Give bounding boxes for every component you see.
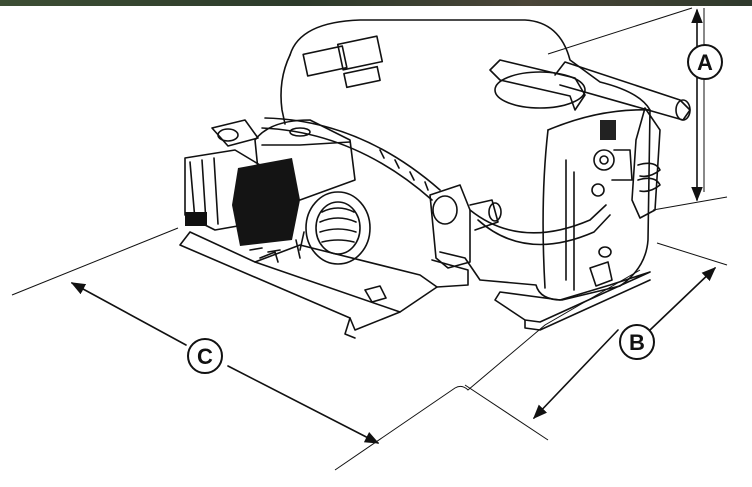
tank-left-edge (280, 54, 291, 125)
dimension-label-b: B (619, 324, 655, 360)
tank-data-plate (600, 120, 616, 140)
lid-handle (489, 59, 586, 111)
dimension-label-c: C (187, 338, 223, 374)
starter-pull-handle (295, 231, 305, 259)
pump-body (429, 184, 471, 269)
pressure-gauge (593, 149, 615, 171)
choke-knob (217, 128, 239, 142)
tank-front-corner (542, 129, 549, 289)
spray-tank (280, 19, 691, 301)
dimension-callout-c (187, 338, 223, 374)
recoil-starter-cover (315, 201, 361, 255)
recoil-starter-vents (319, 207, 357, 243)
gun-spring-2 (637, 177, 661, 193)
tank-fill-lid (494, 71, 586, 109)
drain-fitting-top (598, 246, 612, 258)
pump-outlet-cap (488, 202, 502, 222)
base-plate-top-edge (254, 244, 438, 313)
hose-clamp-marks (379, 149, 429, 191)
dimension-callout-b (619, 324, 655, 360)
extension-line-c-right (334, 269, 641, 471)
dimension-label-b-text: B (629, 330, 645, 355)
extension-line-a-bottom (652, 196, 728, 211)
skid-base (179, 231, 651, 339)
base-plate-front-lip (344, 317, 356, 339)
dimension-callout-a (687, 44, 723, 80)
spray-gun-assembly (591, 107, 661, 219)
tank-outline (289, 19, 651, 301)
gun-spring-1 (637, 162, 661, 178)
fuel-cap (289, 127, 311, 137)
hose-lower-line-2 (477, 214, 611, 246)
dimension-arrow-c-left (70, 282, 187, 346)
engine-bolt (259, 251, 279, 263)
recoil-starter-housing (305, 191, 371, 265)
dimension-arrow-b-down (533, 329, 619, 420)
dimension-label-c-text: C (197, 344, 213, 369)
air-cleaner-ribs (189, 157, 219, 225)
holder-end-cap (675, 99, 691, 121)
dimension-arrow-c-right (227, 365, 380, 444)
dimension-arrow-b-up (649, 267, 717, 331)
tank-warning-label-2 (336, 35, 384, 71)
tank-warning-label-3 (343, 65, 381, 89)
valve-knob (591, 183, 605, 197)
tank-skid-rail-edge (524, 279, 651, 331)
spray-hose (261, 117, 611, 246)
extension-line-b-left (464, 384, 549, 441)
top-edge-band (0, 0, 752, 6)
spray-gun-body (631, 107, 661, 219)
engine-feet (249, 247, 281, 253)
drain-valve (589, 261, 613, 287)
pressure-regulator (611, 149, 633, 181)
dimension-label-a: A (687, 44, 723, 80)
extension-line-c-left (11, 227, 179, 296)
base-plate-rear-edge (431, 259, 469, 288)
engine-base-plate (179, 231, 401, 331)
fuel-tank-seam (261, 141, 351, 146)
hose-upper-line-1 (264, 117, 441, 191)
engine-fuel-tank (254, 119, 356, 201)
dimension-arrows (70, 8, 717, 444)
spray-gun-holder (554, 61, 691, 121)
hose-lower-line-1 (469, 204, 607, 234)
pump (429, 184, 502, 269)
extension-line-b-right (656, 242, 728, 266)
tank-skid-rail (494, 271, 651, 323)
tank-top-corner (547, 109, 651, 131)
tank-warning-label-1 (302, 45, 348, 77)
dimension-label-a-text: A (697, 50, 713, 75)
extension-line-a-top (547, 7, 693, 55)
pump-inlet (432, 195, 458, 225)
pump-outlet (469, 199, 499, 231)
base-plate-label (364, 285, 387, 303)
pressure-gauge-center (599, 155, 609, 165)
extension-lines (11, 7, 728, 471)
engine-mount-block (185, 212, 207, 226)
engine (184, 119, 371, 265)
engine-block (232, 158, 300, 246)
